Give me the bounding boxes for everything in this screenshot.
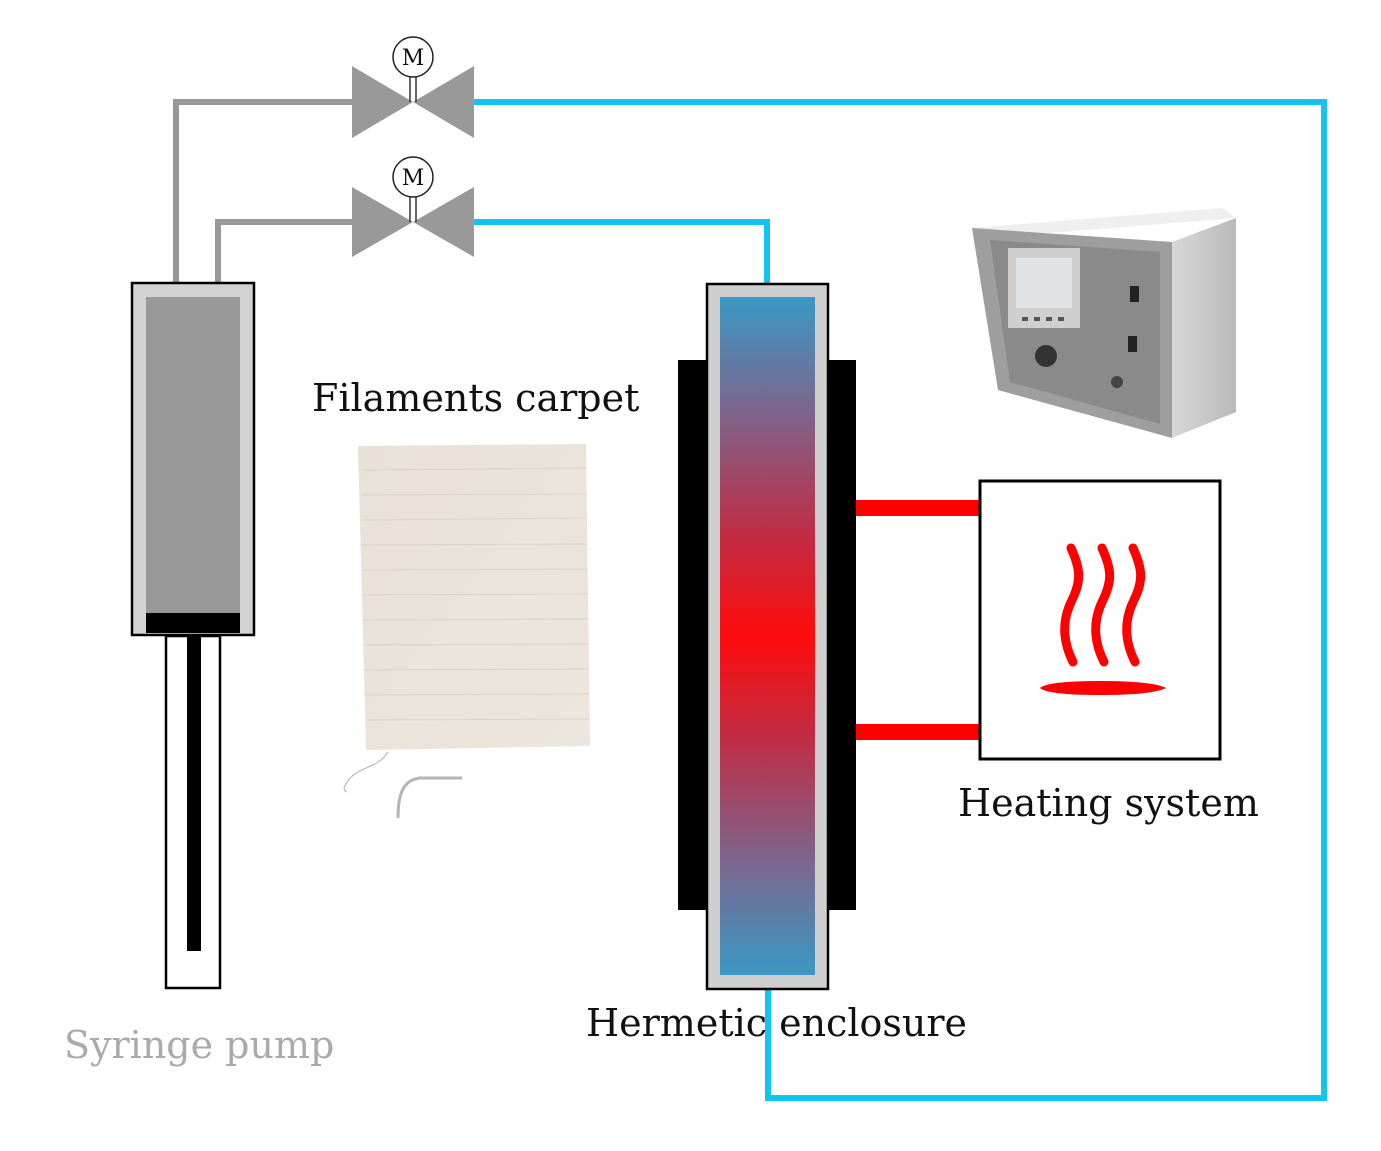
gray-pipes bbox=[173, 99, 356, 295]
valve-top-right-cone bbox=[413, 66, 474, 138]
controller-display bbox=[1016, 258, 1072, 308]
heat-connections bbox=[856, 500, 980, 740]
heating-system-box bbox=[978, 479, 1222, 761]
motorized-valve-icon: M bbox=[392, 36, 434, 78]
syringe-plunger-head bbox=[146, 613, 240, 633]
valve-top-motor-label: M bbox=[402, 46, 425, 71]
controller-port bbox=[1111, 376, 1123, 388]
controller-knob bbox=[1035, 345, 1057, 367]
heat-plate-icon bbox=[1040, 681, 1166, 695]
controller-top bbox=[972, 208, 1236, 238]
valve-bottom[interactable]: M bbox=[352, 156, 474, 257]
controller-side bbox=[1172, 218, 1236, 438]
enclosure-heater-left bbox=[678, 360, 708, 910]
valve-bottom-right-cone bbox=[413, 187, 474, 257]
enclosure-heater-right bbox=[826, 360, 856, 910]
valve-bottom-left-cone bbox=[352, 187, 413, 257]
syringe-pump-label: Syringe pump bbox=[64, 1023, 334, 1067]
heat-waves-icon bbox=[1060, 543, 1146, 667]
valve-top-left-cone bbox=[352, 66, 413, 138]
valve-bottom-motor-label: M bbox=[402, 166, 425, 191]
carpet-sheet bbox=[358, 444, 590, 750]
hermetic-enclosure[interactable] bbox=[678, 282, 856, 991]
blue-pipes bbox=[474, 99, 1327, 1101]
controller-switch-bottom bbox=[1128, 336, 1137, 352]
syringe-plunger-rod bbox=[187, 634, 201, 951]
heat-link-top bbox=[856, 500, 980, 516]
blue-pipe-enclosure bbox=[474, 219, 770, 284]
heat-link-bottom bbox=[856, 724, 980, 740]
hermetic-enclosure-label: Hermetic enclosure bbox=[586, 1001, 967, 1045]
temperature-controller-photo bbox=[972, 208, 1236, 438]
syringe-pump[interactable] bbox=[130, 281, 256, 990]
gray-pipe-top bbox=[173, 99, 356, 295]
filaments-carpet-label: Filaments carpet bbox=[312, 376, 639, 420]
controller-switch-top bbox=[1130, 286, 1139, 302]
blue-pipe-loop bbox=[474, 99, 1327, 1101]
heating-system[interactable] bbox=[978, 479, 1222, 761]
filament-carpet-photo bbox=[343, 444, 590, 819]
carpet-wire-thin bbox=[343, 751, 389, 793]
enclosure-chamber bbox=[720, 297, 815, 975]
gray-pipe-bottom bbox=[215, 219, 356, 295]
motorized-valve-icon: M bbox=[392, 156, 434, 198]
valve-top[interactable]: M bbox=[352, 36, 474, 138]
syringe-fluid bbox=[146, 297, 240, 615]
heating-system-label: Heating system bbox=[958, 781, 1259, 825]
carpet-wire-probe bbox=[396, 776, 462, 819]
